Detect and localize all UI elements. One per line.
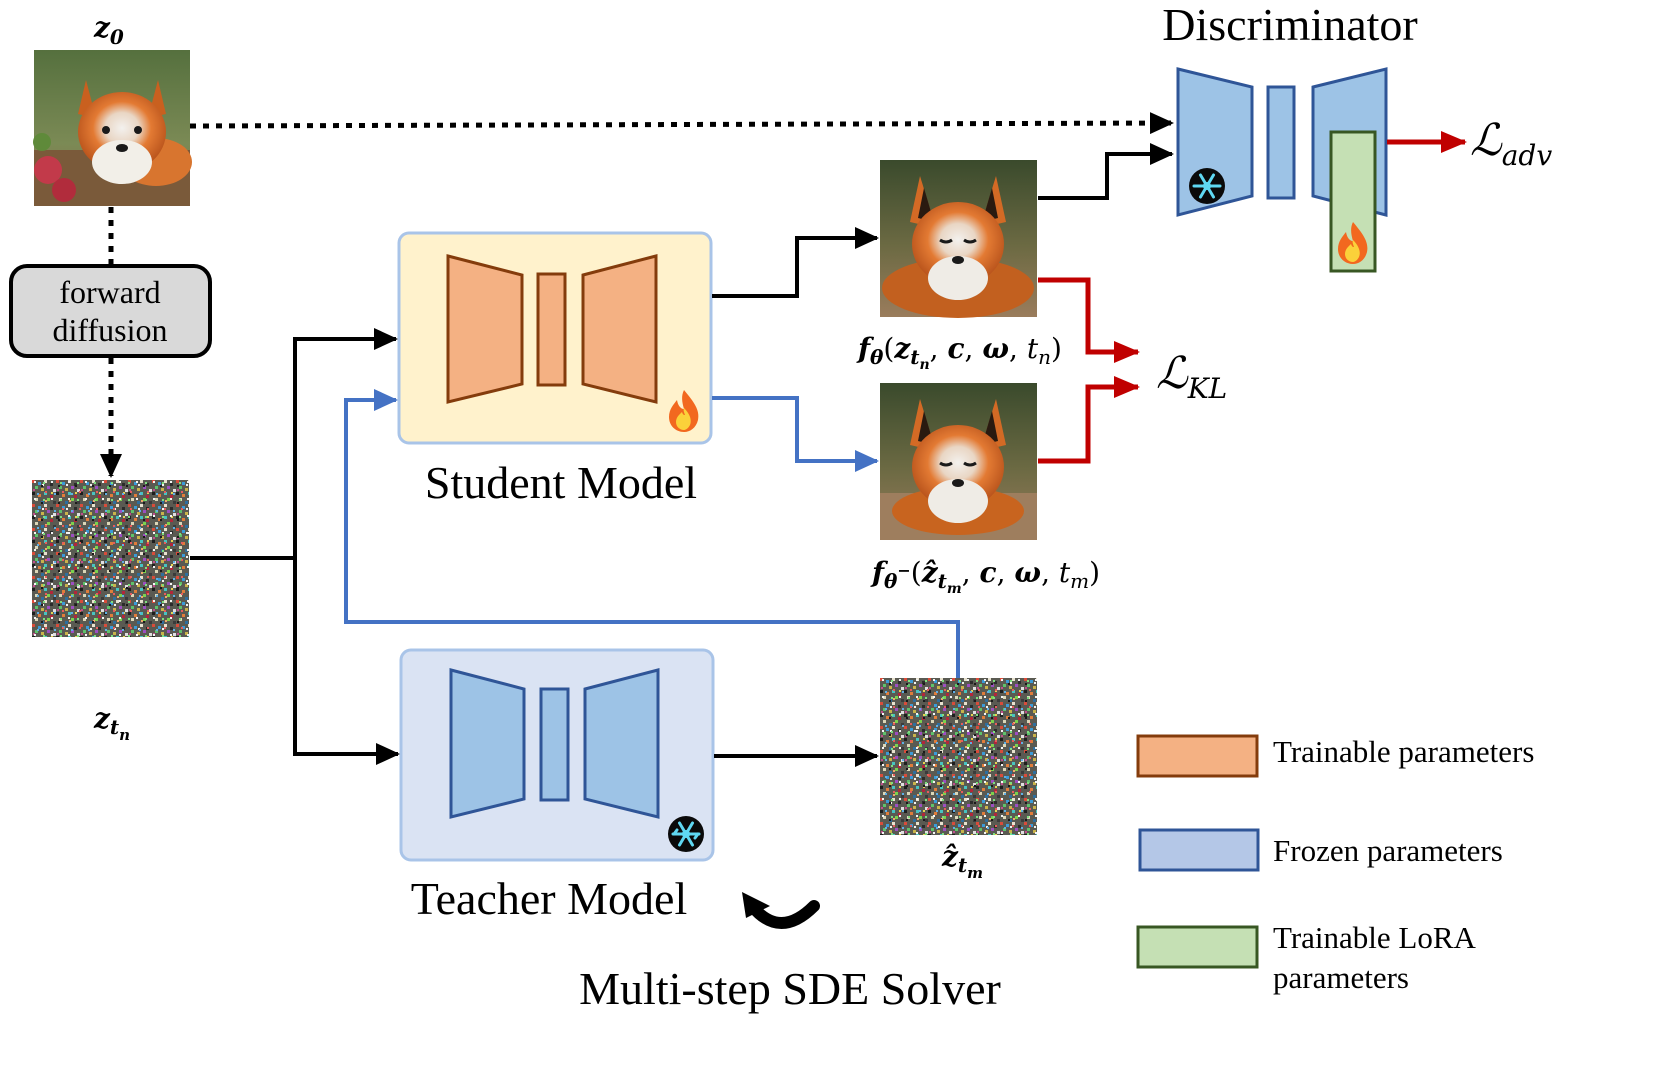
discriminator-block: Discriminator: [1162, 0, 1418, 273]
output-to-loss-kl-arrow: [1038, 277, 1140, 363]
teacher-model-block: Teacher Model: [399, 648, 715, 924]
fire-icon: [669, 390, 699, 432]
ztn-noise-image: [32, 480, 189, 637]
legend-frozen-swatch: [1138, 828, 1260, 872]
target-output-fox-image: [880, 383, 1037, 540]
legend-lora-label-2: parameters: [1273, 960, 1409, 995]
split-to-teacher-arrow: [293, 558, 400, 765]
legend-lora-label-1: Trainable LoRA: [1273, 920, 1477, 955]
discriminator-label: Discriminator: [1162, 0, 1418, 50]
teacher-model-label: Teacher Model: [411, 873, 687, 924]
z0-fox-image: [33, 50, 192, 206]
z0-to-discriminator-arrow: [189, 112, 1174, 135]
target-to-loss-kl-arrow: [1038, 376, 1140, 464]
zhat-label: ẑtm: [941, 840, 983, 882]
student-to-output-arrow: [712, 227, 879, 298]
output-to-discriminator-arrow: [1038, 143, 1174, 200]
loop-arrow-icon: [742, 892, 820, 929]
student-output-fox-image: [880, 160, 1037, 318]
student-model-label: Student Model: [425, 457, 697, 508]
loss-adv-label: ℒadv: [1470, 115, 1552, 172]
student-to-target-arrow: [712, 396, 879, 472]
legend-trainable-label: Trainable parameters: [1273, 734, 1534, 769]
student-output-formula: fθ(ztn, c, ω, tn): [856, 332, 1062, 373]
snowflake-icon: [1189, 168, 1225, 204]
connector-lines: [100, 112, 1467, 767]
forward-diffusion-box: forward diffusion: [9, 264, 212, 358]
loss-kl-label: ℒKL: [1156, 348, 1227, 405]
legend-trainable-swatch: [1136, 734, 1259, 778]
ztn-label: ztn: [93, 702, 130, 744]
legend-frozen-label: Frozen parameters: [1273, 833, 1503, 868]
student-model-block: Student Model: [397, 231, 713, 508]
legend: Trainable parameters Frozen parameters T…: [1136, 734, 1534, 995]
target-output-formula: fθ−(ẑtm, c, ω, tm): [870, 556, 1100, 597]
zhat-to-student-arrow: [344, 389, 960, 678]
fire-icon: [1338, 222, 1368, 264]
snowflake-icon: [668, 816, 704, 852]
forward-diffusion-label-2: diffusion: [53, 312, 168, 348]
legend-lora-swatch: [1136, 925, 1259, 969]
z0-label: z0: [93, 11, 124, 49]
forward-diffusion-label-1: forward: [59, 274, 160, 310]
zhat-noise-image: [880, 678, 1037, 835]
split-to-student-arrow: [293, 328, 398, 558]
solver-label: Multi-step SDE Solver: [579, 963, 1001, 1014]
